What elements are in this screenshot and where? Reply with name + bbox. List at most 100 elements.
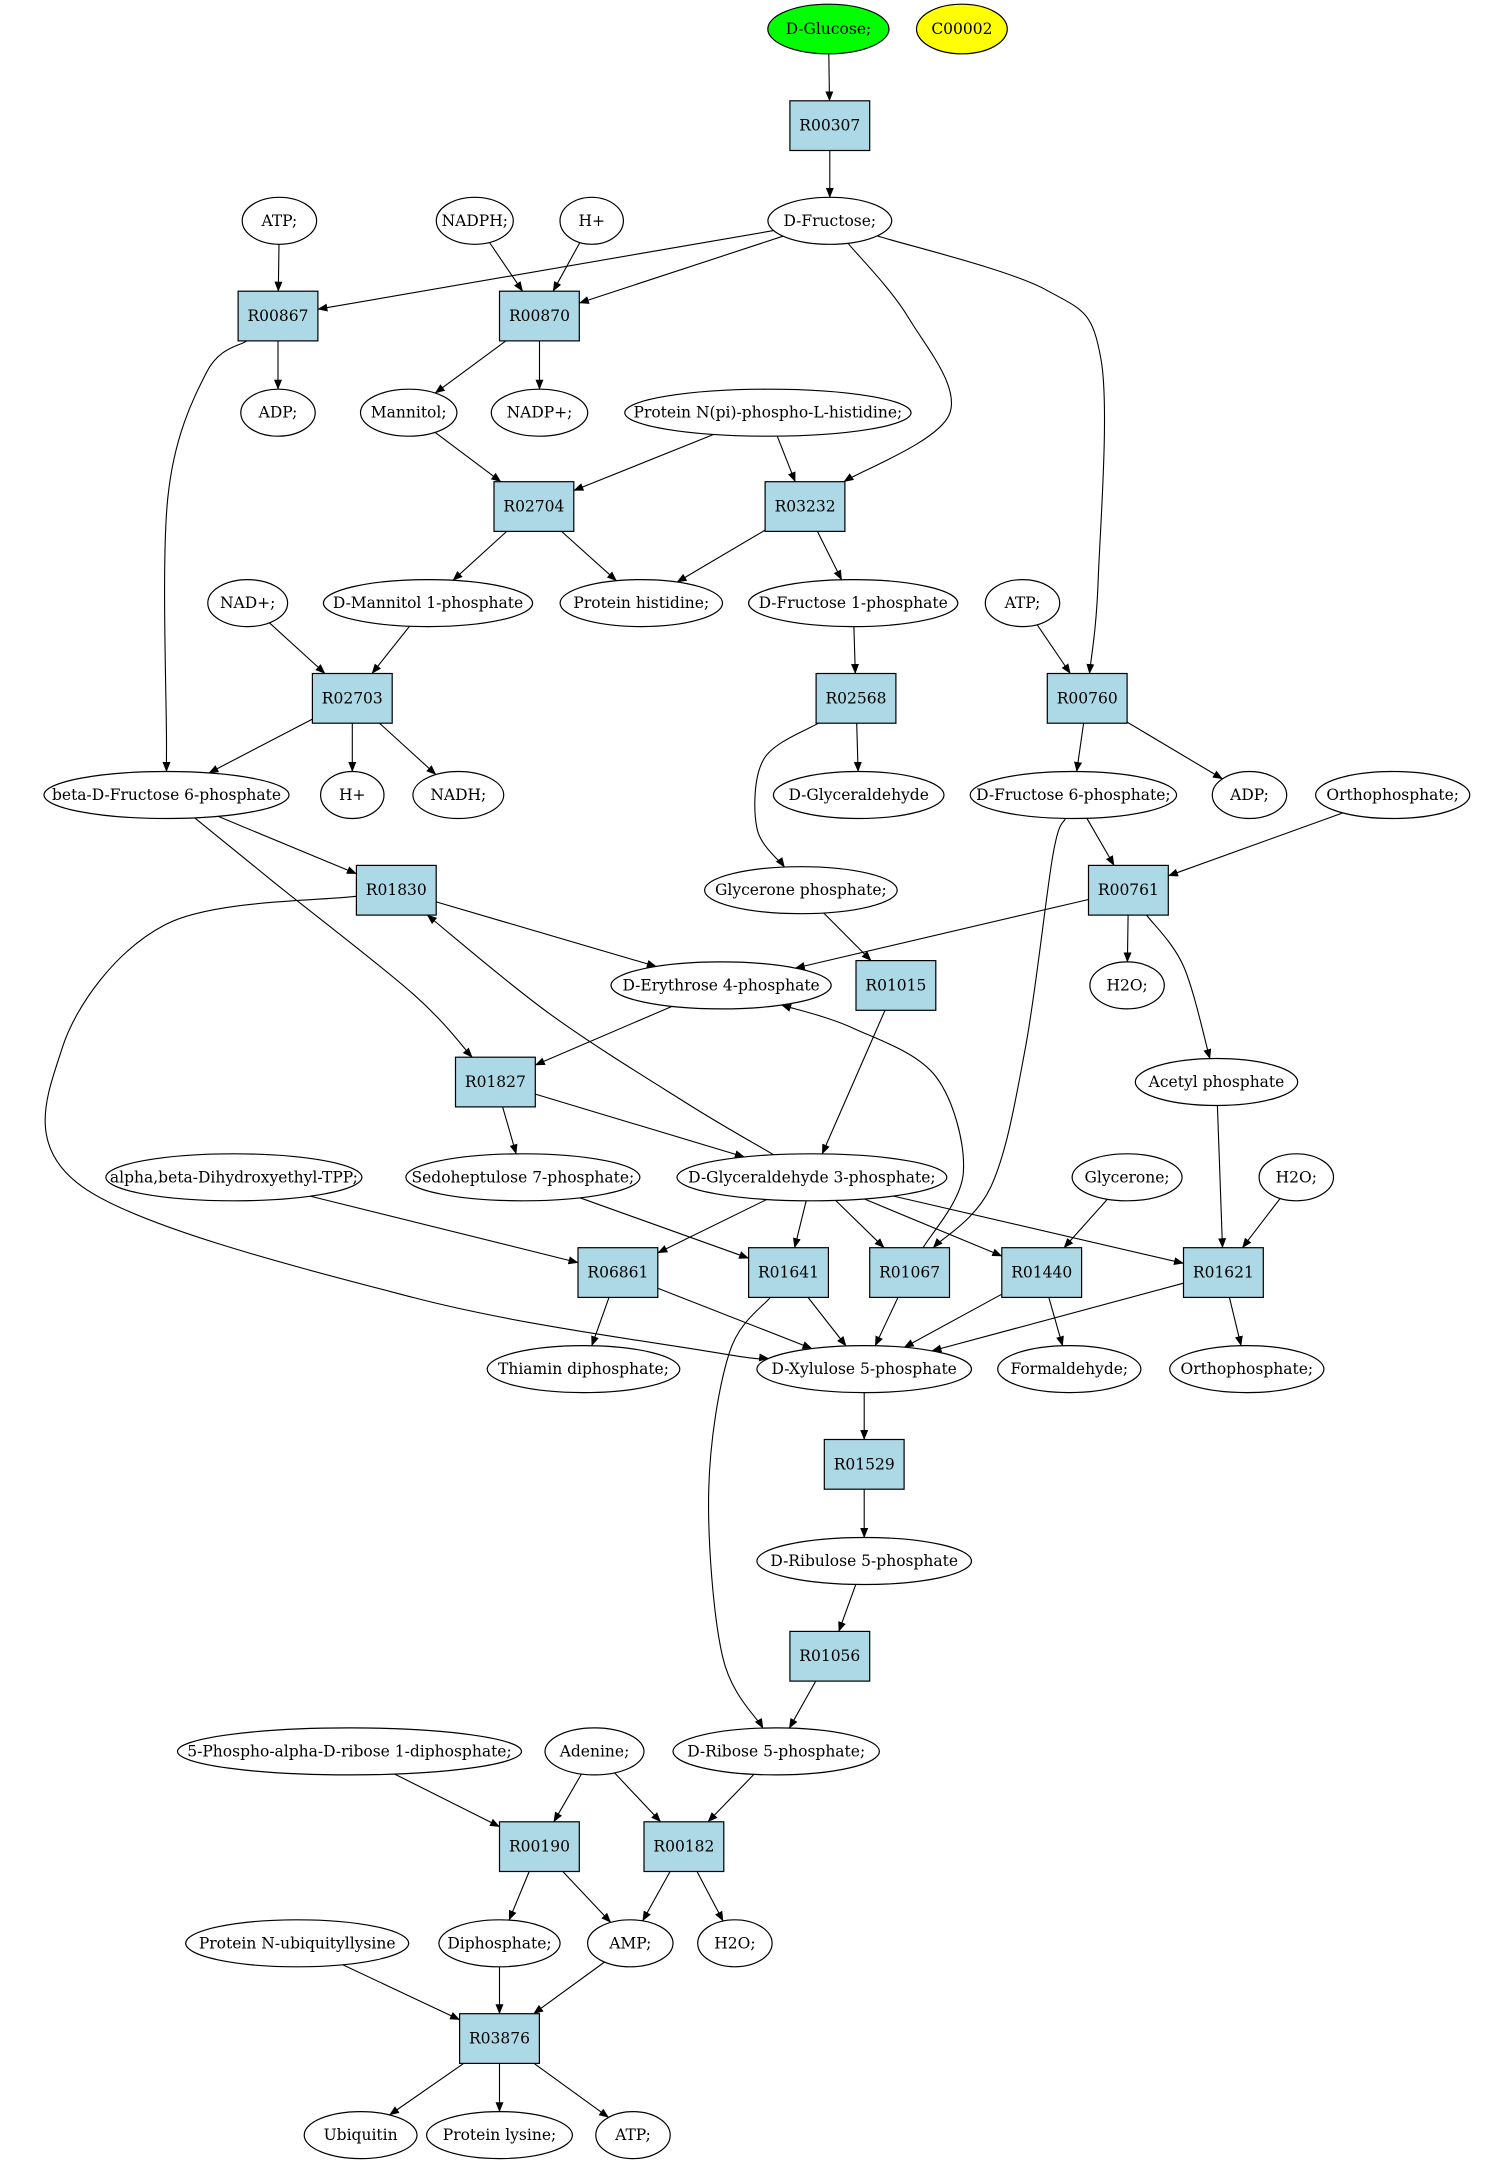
reaction-node-r00761[interactable]: R00761 [1087, 864, 1169, 916]
reaction-node-r03232[interactable]: R03232 [764, 481, 846, 533]
compound-ellipse [676, 1153, 948, 1202]
compound-node-nad[interactable]: NAD+; [207, 578, 289, 628]
edge-atp1-to-r00867 [274, 244, 283, 292]
node-label: Adenine; [559, 1742, 630, 1760]
reaction-node-r00867[interactable]: R00867 [237, 290, 319, 342]
reaction-node-r01621[interactable]: R01621 [1182, 1247, 1264, 1298]
node-label: R00307 [799, 117, 860, 135]
reaction-node-r00870[interactable]: R00870 [498, 290, 580, 342]
compound-ellipse [969, 770, 1178, 820]
compound-node-protein_lys[interactable]: Protein lysine; [426, 2111, 574, 2160]
compound-node-mannitol1p[interactable]: D-Mannitol 1-phosphate [322, 578, 534, 628]
edge-r01056-to-ribose5p [788, 1680, 817, 1729]
compound-node-formaldehyde[interactable]: Formaldehyde; [997, 1344, 1142, 1394]
reaction-node-r01830[interactable]: R01830 [355, 864, 437, 916]
reaction-node-r01641[interactable]: R01641 [747, 1247, 829, 1298]
compound-node-h2o2[interactable]: H2O; [1258, 1153, 1335, 1202]
compound-node-g3p[interactable]: D-Glyceraldehyde 3-phosphate; [676, 1153, 948, 1202]
edge-r03232-to-protein_his [676, 529, 766, 583]
reaction-node-r01827[interactable]: R01827 [454, 1056, 536, 1108]
compound-node-glycerone[interactable]: Glycerone; [1071, 1153, 1183, 1202]
compound-node-h2o1[interactable]: H2O; [1089, 961, 1165, 1010]
reaction-node-r02704[interactable]: R02704 [493, 481, 575, 533]
node-label: ADP; [1229, 786, 1269, 804]
reaction-node-r01056[interactable]: R01056 [789, 1630, 871, 1682]
node-label: R00190 [509, 1838, 570, 1856]
compound-node-orthophosphate2[interactable]: Orthophosphate; [1169, 1344, 1325, 1394]
reaction-node-r00760[interactable]: R00760 [1046, 672, 1128, 724]
compound-node-h2o3[interactable]: H2O; [697, 1919, 773, 1968]
edge-ribose5p-to-r00182 [707, 1773, 755, 1823]
compound-node-atp1[interactable]: ATP; [241, 196, 318, 245]
compound-node-bfru6p[interactable]: beta-D-Fructose 6-phosphate [43, 770, 290, 820]
compound-node-acetylp[interactable]: Acetyl phosphate [1134, 1057, 1299, 1107]
node-label: Protein N(pi)-phospho-L-histidine; [634, 404, 903, 422]
compound-node-fru6p[interactable]: D-Fructose 6-phosphate; [969, 770, 1178, 820]
compound-node-nadh[interactable]: NADH; [412, 770, 505, 820]
compound-node-tpp[interactable]: Thiamin diphosphate; [486, 1344, 681, 1394]
edge-r01641-to-xylulose5p [807, 1297, 847, 1347]
node-label: D-Fructose; [783, 212, 876, 230]
edge-erythrose4p-to-r01827 [534, 1005, 673, 1066]
edge-sedo7p-to-r01641 [579, 1197, 750, 1259]
reaction-node-r00182[interactable]: R00182 [643, 1821, 725, 1873]
reaction-node-r02568[interactable]: R02568 [815, 672, 897, 724]
compound-node-ubiquitin[interactable]: Ubiquitin [303, 2111, 418, 2160]
compound-node-sedo7p[interactable]: Sedoheptulose 7-phosphate; [405, 1153, 641, 1202]
reaction-node-r01529[interactable]: R01529 [823, 1438, 905, 1490]
compound-node-nadp[interactable]: NADP+; [490, 388, 589, 437]
compound-node-atp3[interactable]: ATP; [595, 2111, 671, 2160]
compound-node-ribulose5p[interactable]: D-Ribulose 5-phosphate [756, 1536, 973, 1586]
reaction-node-r00190[interactable]: R00190 [498, 1821, 580, 1873]
compound-node-fructose[interactable]: D-Fructose; [767, 196, 893, 245]
compound-node-glyceraldehyde[interactable]: D-Glyceraldehyde [772, 770, 945, 820]
edge-r01067-to-xylulose5p [874, 1297, 899, 1347]
compound-node-amp[interactable]: AMP; [586, 1919, 674, 1968]
node-label: D-Ribose 5-phosphate; [687, 1742, 865, 1760]
node-label: H2O; [1106, 976, 1147, 994]
edge-acetylp-to-r01621 [1216, 1105, 1227, 1249]
compound-node-hplus1[interactable]: H+ [559, 196, 625, 245]
compound-node-xylulose5p[interactable]: D-Xylulose 5-phosphate [756, 1344, 973, 1394]
compound-node-adp2[interactable]: ADP; [1211, 770, 1288, 820]
node-label: NAD+; [220, 594, 275, 612]
compound-node-atp2[interactable]: ATP; [984, 578, 1061, 628]
compound-node-erythrose4p[interactable]: D-Erythrose 4-phosphate [610, 961, 832, 1010]
compound-node-mannitol[interactable]: Mannitol; [359, 388, 458, 437]
compound-node-nadph[interactable]: NADPH; [435, 196, 514, 245]
compound-ellipse [697, 1919, 773, 1968]
compound-node-diphosphate[interactable]: Diphosphate; [438, 1919, 561, 1968]
compound-node-prpp[interactable]: 5-Phospho-alpha-D-ribose 1-diphosphate; [176, 1727, 523, 1776]
reaction-node-r01067[interactable]: R01067 [869, 1247, 951, 1298]
compound-ellipse [176, 1727, 523, 1776]
compound-node-ribose5p[interactable]: D-Ribose 5-phosphate; [672, 1727, 880, 1776]
compound-node-glucose[interactable]: D-Glucose; [767, 3, 890, 55]
compound-node-alphabeta[interactable]: alpha,beta-Dihydroxyethyl-TPP; [105, 1153, 363, 1202]
reaction-node-r02703[interactable]: R02703 [311, 672, 393, 724]
reaction-node-r01440[interactable]: R01440 [1001, 1247, 1083, 1298]
compound-ellipse [405, 1153, 641, 1202]
edge-r02703-to-nadh [379, 722, 437, 776]
compound-node-c00002[interactable]: C00002 [915, 3, 1008, 55]
reaction-box [823, 1438, 905, 1490]
reaction-node-r01015[interactable]: R01015 [855, 959, 937, 1011]
compound-node-orthophosphate1[interactable]: Orthophosphate; [1314, 770, 1471, 820]
edges-layer [44, 53, 1344, 2118]
compound-ellipse [105, 1153, 363, 1202]
compound-node-protein_ubq[interactable]: Protein N-ubiquityllysine [185, 1919, 410, 1968]
compound-node-hplus2[interactable]: H+ [319, 770, 385, 820]
node-label: Acetyl phosphate [1148, 1073, 1285, 1091]
edge-amp-to-r03876 [533, 1961, 605, 2015]
reaction-node-r00307[interactable]: R00307 [789, 100, 871, 152]
compound-node-adenine[interactable]: Adenine; [544, 1727, 645, 1776]
reaction-box [815, 672, 897, 724]
compound-node-fructose1p[interactable]: D-Fructose 1-phosphate [748, 578, 959, 628]
reaction-node-r06861[interactable]: R06861 [577, 1247, 659, 1298]
node-label: Thiamin diphosphate; [498, 1360, 669, 1378]
compound-node-protein_his[interactable]: Protein histidine; [559, 578, 724, 628]
compound-node-glyceronep[interactable]: Glycerone phosphate; [704, 866, 898, 915]
node-label: Mannitol; [371, 404, 447, 422]
compound-node-protein_nphis[interactable]: Protein N(pi)-phospho-L-histidine; [624, 388, 912, 437]
compound-node-adp1[interactable]: ADP; [240, 388, 316, 437]
reaction-node-r03876[interactable]: R03876 [459, 2013, 541, 2064]
